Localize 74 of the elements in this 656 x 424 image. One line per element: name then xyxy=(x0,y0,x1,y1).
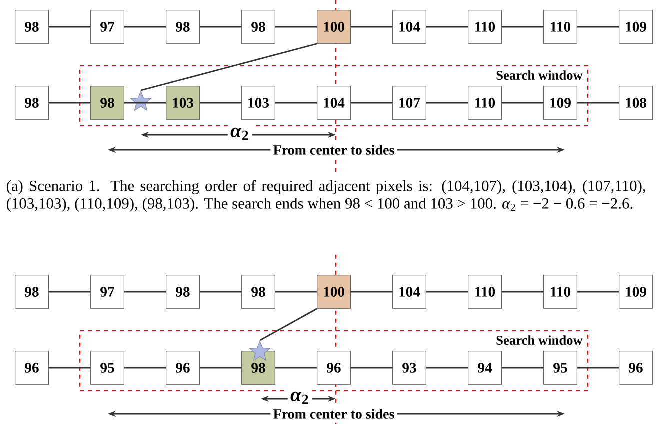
pixel-box: 109 xyxy=(619,10,653,44)
connector-line xyxy=(140,43,318,92)
pixel-box: 97 xyxy=(90,10,124,44)
pixel-box: 93 xyxy=(392,351,426,385)
connector-line xyxy=(48,26,91,28)
connector-line xyxy=(275,291,318,293)
connector-line xyxy=(350,26,393,28)
dimension-label: α$_{2}$ xyxy=(288,389,312,407)
pixel-box: 110 xyxy=(468,86,502,120)
pixel-box: 98 xyxy=(15,86,49,120)
pixel-box: 97 xyxy=(90,275,124,309)
pixel-box: 109 xyxy=(544,86,578,120)
connector-line xyxy=(48,291,91,293)
connector-line xyxy=(124,367,166,369)
connector-line xyxy=(502,102,544,104)
caption: (a) Scenario 1. The searching order of required adjacent pixels is: (104,107), (103,104), (107,110), (103,103), (110,109), (98,103). The search ends when 98 < 100 and 103 > 100. α$_{2}$ = −2 − 0.6 = −2.6. xyxy=(6,180,646,212)
connector-line xyxy=(426,291,468,293)
connector-line xyxy=(124,102,166,104)
connector-line xyxy=(577,26,620,28)
connector-line xyxy=(48,367,91,369)
dimension-label: α$_{2}$ xyxy=(228,125,252,143)
pixel-box: 98 xyxy=(166,10,200,44)
connector-line xyxy=(275,367,318,369)
pixel-box: 98 xyxy=(242,275,276,309)
connector-line xyxy=(502,26,544,28)
pixel-box: 95 xyxy=(90,351,124,385)
pixel-box: 98 xyxy=(242,351,276,385)
pixel-box: 94 xyxy=(468,351,502,385)
pixel-box: 95 xyxy=(544,351,578,385)
connector-line xyxy=(200,291,242,293)
pixel-box: 98 xyxy=(15,10,49,44)
connector-line xyxy=(200,26,242,28)
connector-line xyxy=(275,26,318,28)
pixel-box: 107 xyxy=(392,86,426,120)
pixel-box: 98 xyxy=(15,275,49,309)
connector-line xyxy=(350,367,393,369)
pixel-box: 96 xyxy=(15,351,49,385)
pixel-box: 104 xyxy=(317,86,351,120)
pixel-box: 96 xyxy=(166,351,200,385)
pixel-box: 96 xyxy=(317,351,351,385)
connector-line xyxy=(124,291,166,293)
pixel-box: 108 xyxy=(619,86,653,120)
pixel-box: 103 xyxy=(242,86,276,120)
pixel-box: 104 xyxy=(392,275,426,309)
connector-line xyxy=(502,291,544,293)
pixel-box: 110 xyxy=(468,10,502,44)
pixel-box: 100 xyxy=(317,10,351,44)
pixel-box: 110 xyxy=(544,275,578,309)
pixel-box: 96 xyxy=(619,351,653,385)
connector-line xyxy=(200,102,242,104)
connector-line xyxy=(200,367,242,369)
pixel-box: 103 xyxy=(166,86,200,120)
pixel-box: 110 xyxy=(468,275,502,309)
connector-line xyxy=(577,367,620,369)
connector-line xyxy=(577,102,620,104)
pixel-box: 104 xyxy=(392,10,426,44)
connector-line xyxy=(124,26,166,28)
connector-line xyxy=(426,367,468,369)
connector-line xyxy=(426,26,468,28)
pixel-box: 100 xyxy=(317,275,351,309)
connector-line xyxy=(502,367,544,369)
connector-line xyxy=(350,291,393,293)
pixel-box: 109 xyxy=(619,275,653,309)
connector-line xyxy=(48,102,91,104)
connector-line xyxy=(426,102,468,104)
pixel-box: 98 xyxy=(90,86,124,120)
pixel-box: 110 xyxy=(544,10,578,44)
connector-line xyxy=(350,102,393,104)
pixel-box: 98 xyxy=(242,10,276,44)
direction-label: From center to sides xyxy=(270,142,398,158)
connector-line xyxy=(275,102,318,104)
connector-line xyxy=(577,291,620,293)
connector-line xyxy=(260,308,318,342)
pixel-box: 98 xyxy=(166,275,200,309)
